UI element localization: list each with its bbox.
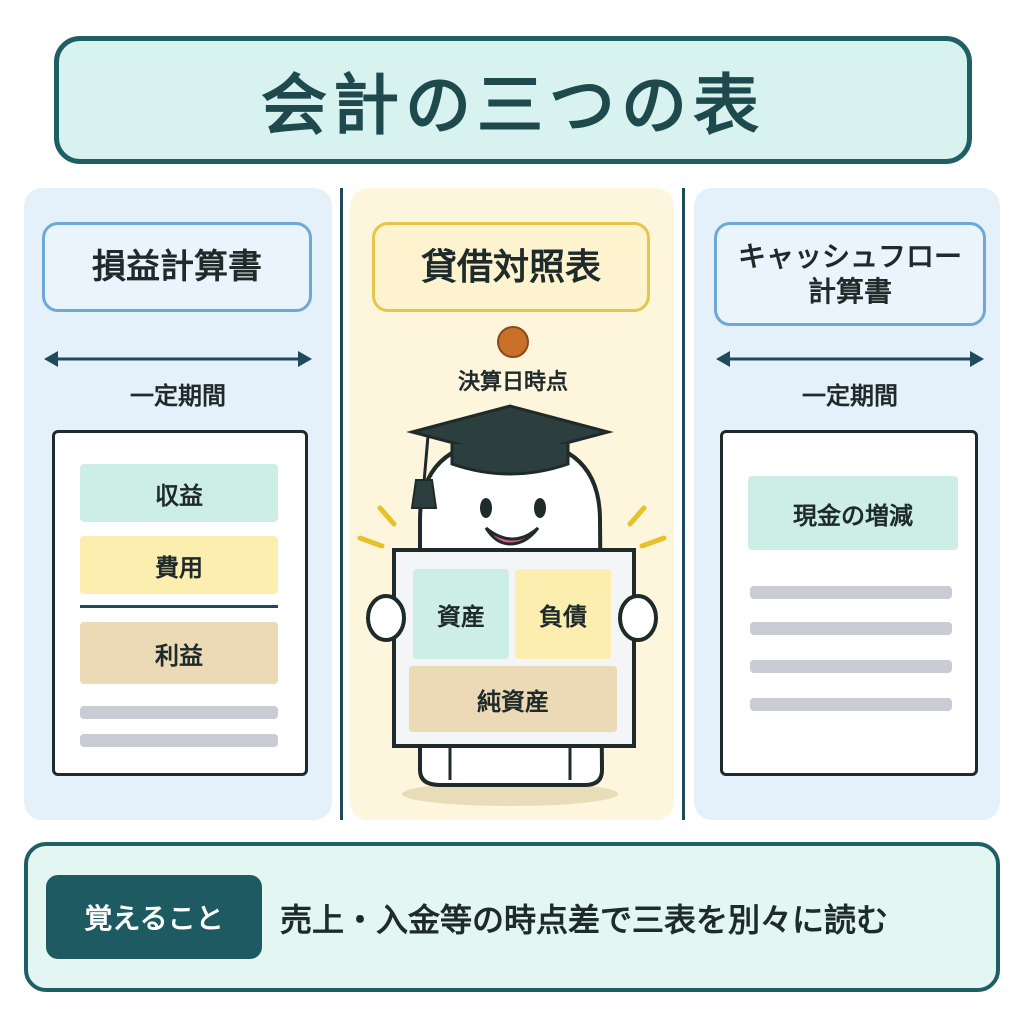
expense-label: 費用 [155, 553, 203, 582]
cash-change-label: 現金の増減 [793, 501, 913, 530]
income-period-label: 一定期間 [130, 382, 226, 410]
assets-label: 資産 [437, 602, 485, 631]
point-in-time-label: 決算日時点 [457, 370, 568, 395]
net-assets-block: 純資産 [409, 666, 617, 732]
income-separator-line [80, 605, 278, 608]
title-banner: 会計の三つの表 [54, 36, 972, 164]
income-statement-title-box: 損益計算書 [42, 222, 312, 312]
cash-change-block: 現金の増減 [748, 476, 958, 550]
column-divider-right [682, 188, 685, 820]
placeholder-line [750, 698, 952, 711]
liabilities-block: 負債 [515, 569, 611, 659]
memo-label: 覚えること [84, 902, 224, 935]
page-title: 会計の三つの表 [261, 67, 765, 144]
placeholder-line [750, 586, 952, 599]
cashflow-period-label: 一定期間 [802, 382, 898, 410]
balance-sheet-title: 貸借対照表 [420, 246, 601, 288]
cashflow-statement-title-box: キャッシュフロー 計算書 [714, 222, 986, 326]
period-arrow-left-icon [44, 351, 312, 367]
memo-text-container: 売上・入金等の時点差で三表を別々に読む [280, 876, 990, 960]
profit-block: 利益 [80, 622, 278, 684]
placeholder-line [750, 622, 952, 635]
net-assets-label: 純資産 [477, 687, 549, 716]
revenue-label: 収益 [155, 481, 203, 510]
income-statement-title: 損益計算書 [92, 246, 262, 287]
memo-text: 売上・入金等の時点差で三表を別々に読む [280, 901, 889, 939]
point-in-time-dot-icon [497, 326, 529, 358]
mascot-illustration [357, 404, 667, 806]
cashflow-statement-title-line2: 計算書 [807, 275, 892, 308]
assets-block: 資産 [413, 569, 509, 659]
liabilities-label: 負債 [539, 602, 587, 631]
revenue-block: 収益 [80, 464, 278, 522]
placeholder-line [80, 734, 278, 747]
placeholder-line [80, 706, 278, 719]
memo-badge: 覚えること [46, 875, 262, 959]
placeholder-line [750, 660, 952, 673]
expense-block: 費用 [80, 536, 278, 594]
profit-label: 利益 [155, 641, 203, 670]
balance-sheet-title-box: 貸借対照表 [372, 222, 650, 312]
period-arrow-right-icon [716, 351, 984, 367]
column-divider-left [340, 188, 343, 820]
cashflow-statement-title-line1: キャッシュフロー [737, 240, 962, 273]
